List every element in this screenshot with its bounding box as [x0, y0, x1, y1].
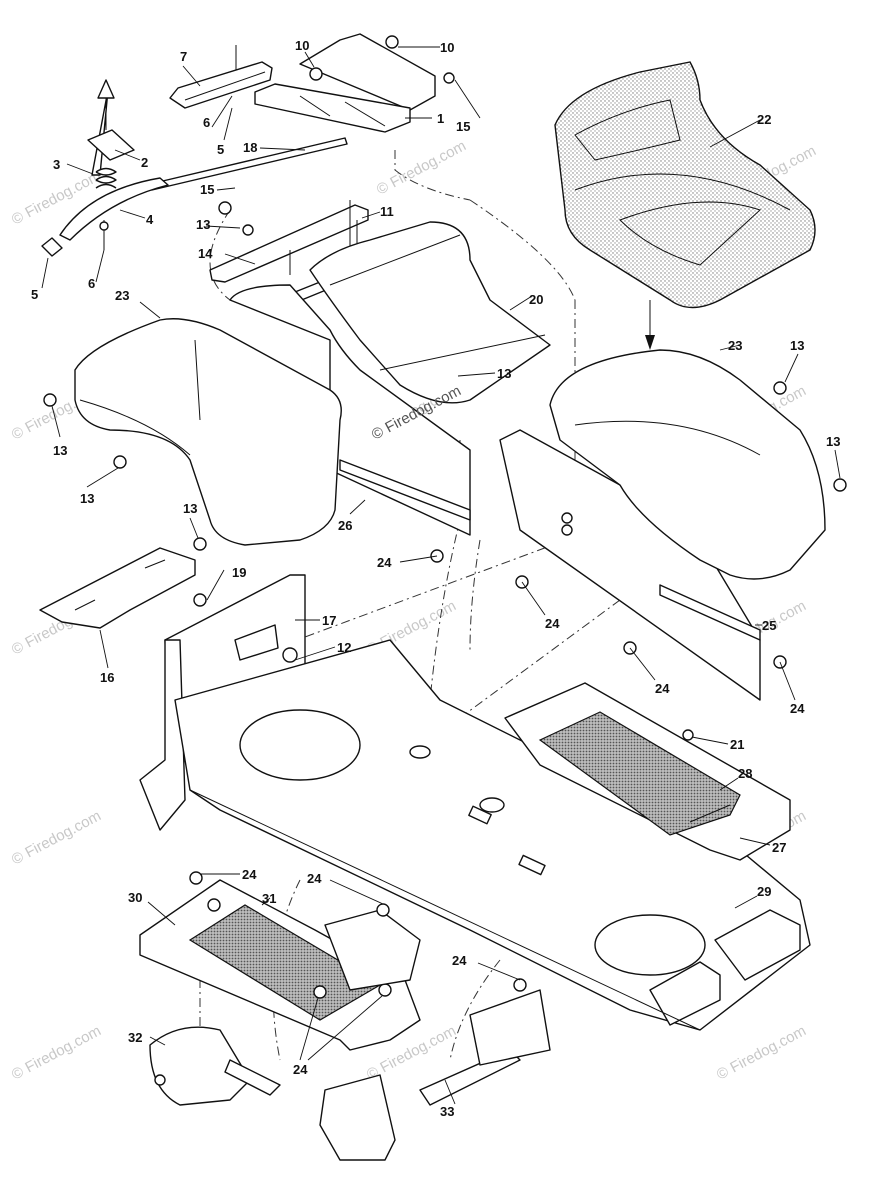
left-fender [74, 284, 471, 546]
leader-lines [41, 46, 841, 1105]
callout-number: 26 [338, 518, 352, 533]
callout-number: 28 [738, 766, 752, 781]
fasteners [43, 381, 847, 669]
callout-number: 13 [790, 338, 804, 353]
upper-bracket-assembly [149, 33, 465, 390]
callout-number: 24 [377, 555, 392, 570]
callout-number: 3 [53, 157, 60, 172]
callout-number: 13 [196, 217, 210, 232]
callout-number: 24 [307, 871, 322, 886]
callout-number: 30 [128, 890, 142, 905]
callout-number: 11 [380, 204, 394, 219]
front-axle [149, 903, 551, 1161]
callout-number: 13 [497, 366, 511, 381]
callout-number: 16 [100, 670, 114, 685]
callout-number: 21 [730, 737, 744, 752]
callout-number: 1 [437, 111, 444, 126]
right-footrest [504, 682, 791, 861]
callout-number: 6 [88, 276, 95, 291]
left-bracket-16 [39, 547, 207, 629]
callout-number: 6 [203, 115, 210, 130]
callout-number: 2 [141, 155, 148, 170]
callout-number: 27 [772, 840, 786, 855]
watermark-text: © Firedog.com [374, 137, 469, 198]
callout-number: 22 [757, 112, 771, 127]
seat-adjust-parts [41, 79, 169, 257]
watermark-text: © Firedog.com [9, 807, 104, 868]
callout-number: 25 [762, 618, 776, 633]
callout-labels: 1 2 3 4 5 5 6 6 7 10 10 11 12 13 13 13 1… [31, 38, 840, 1119]
callout-number: 4 [146, 212, 154, 227]
callout-number: 20 [529, 292, 543, 307]
callout-number: 24 [293, 1062, 308, 1077]
watermark-text: © Firedog.com [9, 1022, 104, 1083]
main-frame [139, 574, 811, 1031]
callout-number: 24 [242, 867, 257, 882]
callout-number: 12 [337, 640, 351, 655]
callout-number: 32 [128, 1030, 142, 1045]
callout-number: 18 [243, 140, 257, 155]
watermark-text: © Firedog.com [714, 1022, 809, 1083]
right-fender [499, 349, 826, 701]
callout-number: 31 [262, 891, 276, 906]
callout-number: 33 [440, 1104, 454, 1119]
callout-number: 24 [545, 616, 560, 631]
callout-number: 24 [790, 701, 805, 716]
callout-number: 10 [440, 40, 454, 55]
seat [554, 61, 816, 350]
callout-number: 13 [183, 501, 197, 516]
callout-number: 7 [180, 49, 187, 64]
callout-number: 13 [80, 491, 94, 506]
left-footrest [139, 871, 421, 1051]
callout-number: 19 [232, 565, 246, 580]
callout-number: 23 [728, 338, 742, 353]
callout-number: 14 [198, 246, 213, 261]
callout-number: 10 [295, 38, 309, 53]
callout-number: 24 [655, 681, 670, 696]
callout-number: 24 [452, 953, 467, 968]
seat-pan [309, 221, 551, 404]
callout-number: 5 [31, 287, 38, 302]
callout-number: 13 [53, 443, 67, 458]
callout-number: 29 [757, 884, 771, 899]
callout-number: 13 [826, 434, 840, 449]
callout-number: 15 [456, 119, 470, 134]
callout-number: 17 [322, 613, 336, 628]
callout-number: 15 [200, 182, 214, 197]
callout-number: 5 [217, 142, 224, 157]
callout-number: 23 [115, 288, 129, 303]
